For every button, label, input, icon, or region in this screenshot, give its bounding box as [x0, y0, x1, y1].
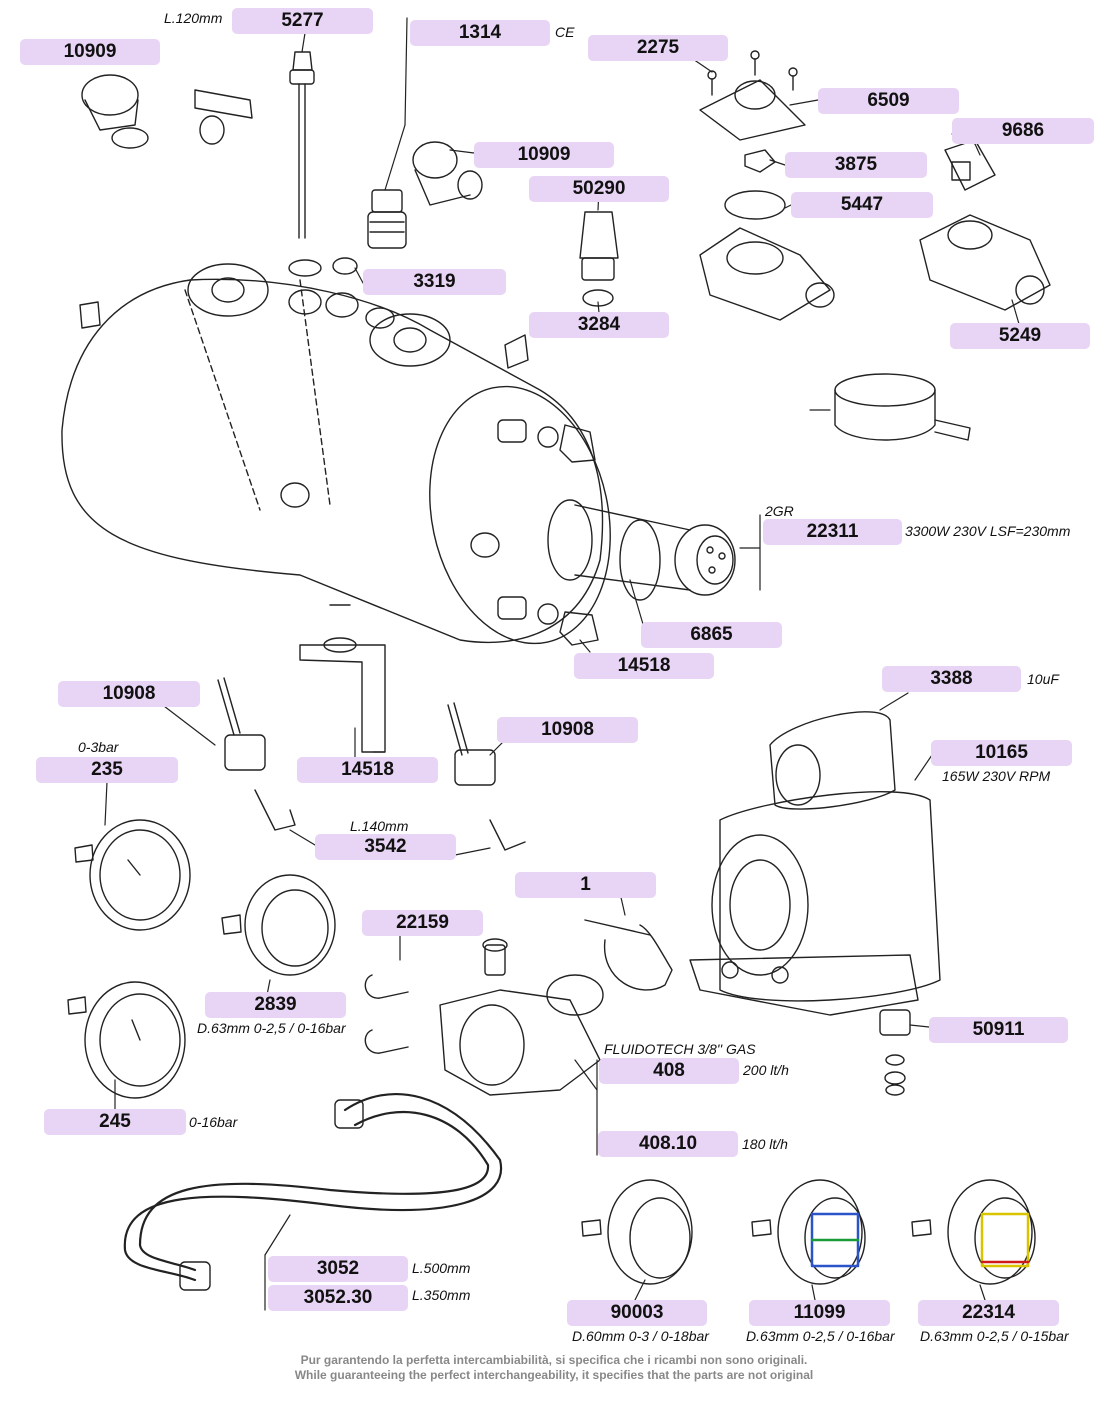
- motor-spec-note: 165W 230V RPM: [942, 768, 1051, 784]
- part-90003-tag[interactable]: 90003: [567, 1300, 707, 1326]
- part-3388-tag[interactable]: 3388: [882, 666, 1021, 692]
- heating-spec-note: 3300W 230V LSF=230mm: [905, 523, 1071, 539]
- rubber-foot-drawing: [879, 1009, 911, 1096]
- part-6509-tag[interactable]: 6509: [818, 88, 959, 114]
- gauge-spec-note: D.63mm 0-2,5 / 0-16bar: [197, 1020, 346, 1036]
- part-3542-tag[interactable]: 3542: [315, 834, 456, 860]
- part-3875-tag[interactable]: 3875: [785, 152, 927, 178]
- part-245-tag[interactable]: 245: [44, 1109, 186, 1135]
- part-14518-tag[interactable]: 14518: [297, 757, 438, 783]
- tap-drawing: [217, 677, 526, 851]
- disclaimer-italian: Pur garantendo la perfetta intercambiabi…: [300, 1353, 808, 1367]
- elbow-fitting-drawing: [81, 74, 483, 206]
- part-3052-30-tag[interactable]: 3052.30: [268, 1285, 408, 1311]
- part-408-tag[interactable]: 408: [599, 1058, 739, 1084]
- boiler-drawing: [61, 257, 611, 753]
- pump-title-note: FLUIDOTECH 3/8'' GAS: [604, 1041, 756, 1057]
- part-14518-tag[interactable]: 14518: [574, 653, 714, 679]
- part-1-tag[interactable]: 1: [515, 872, 656, 898]
- part-5277-tag[interactable]: 5277: [232, 8, 373, 34]
- part-9686-tag[interactable]: 9686: [952, 118, 1094, 144]
- gauge-spec-note: D.63mm 0-2,5 / 0-16bar: [746, 1328, 895, 1344]
- clamp-drawing: [364, 919, 673, 1054]
- flow-rate-note: 180 lt/h: [742, 1136, 788, 1152]
- gauge-spec-note: D.63mm 0-2,5 / 0-15bar: [920, 1328, 1069, 1344]
- flow-rate-note: 200 lt/h: [743, 1062, 789, 1078]
- probe-drawing: [289, 51, 315, 239]
- part-3319-tag[interactable]: 3319: [363, 269, 506, 295]
- heating-element-drawing: [547, 499, 736, 601]
- part-3052-tag[interactable]: 3052: [268, 1256, 408, 1282]
- part-235-tag[interactable]: 235: [36, 757, 178, 783]
- part-50911-tag[interactable]: 50911: [929, 1017, 1068, 1043]
- gauge-spec-note: D.60mm 0-3 / 0-18bar: [572, 1328, 709, 1344]
- rotary-pump-drawing: [439, 938, 604, 1096]
- part-10909-tag[interactable]: 10909: [20, 39, 160, 65]
- part-11099-tag[interactable]: 11099: [749, 1300, 890, 1326]
- drip-tray-drawing: [834, 373, 971, 441]
- group-note: 2GR: [765, 503, 794, 519]
- part-1314-tag[interactable]: 1314: [410, 20, 550, 46]
- part-10165-tag[interactable]: 10165: [931, 740, 1072, 766]
- certification-note: CE: [555, 24, 575, 40]
- part-50290-tag[interactable]: 50290: [529, 176, 669, 202]
- disclaimer-english: While guaranteeing the perfect interchan…: [294, 1368, 814, 1382]
- sensor-drawing: [579, 211, 619, 307]
- part-10908-tag[interactable]: 10908: [497, 717, 638, 743]
- length-note: L.120mm: [164, 10, 223, 26]
- part-10909-tag[interactable]: 10909: [474, 142, 614, 168]
- pump-motor-drawing: [689, 711, 941, 1016]
- part-22159-tag[interactable]: 22159: [362, 910, 483, 936]
- part-2275-tag[interactable]: 2275: [588, 35, 728, 61]
- part-5447-tag[interactable]: 5447: [791, 192, 933, 218]
- safety-valve-drawing: [367, 189, 407, 249]
- gauge-range-note: 0-3bar: [78, 739, 119, 755]
- length-note: L.140mm: [350, 818, 409, 834]
- part-5249-tag[interactable]: 5249: [950, 323, 1090, 349]
- length-note: L.500mm: [412, 1260, 471, 1276]
- part-408-10-tag[interactable]: 408.10: [598, 1131, 738, 1157]
- hose-drawing: [123, 1092, 503, 1291]
- pressure-gauges-drawing: [67, 819, 1036, 1285]
- part-6865-tag[interactable]: 6865: [641, 622, 782, 648]
- length-note: L.350mm: [412, 1287, 471, 1303]
- part-10908-tag[interactable]: 10908: [58, 681, 200, 707]
- gauge-range-note: 0-16bar: [189, 1114, 238, 1130]
- part-3284-tag[interactable]: 3284: [529, 312, 669, 338]
- part-2839-tag[interactable]: 2839: [205, 992, 346, 1018]
- part-22314-tag[interactable]: 22314: [918, 1300, 1059, 1326]
- capacitor-note: 10uF: [1027, 671, 1059, 687]
- part-22311-tag[interactable]: 22311: [763, 519, 902, 545]
